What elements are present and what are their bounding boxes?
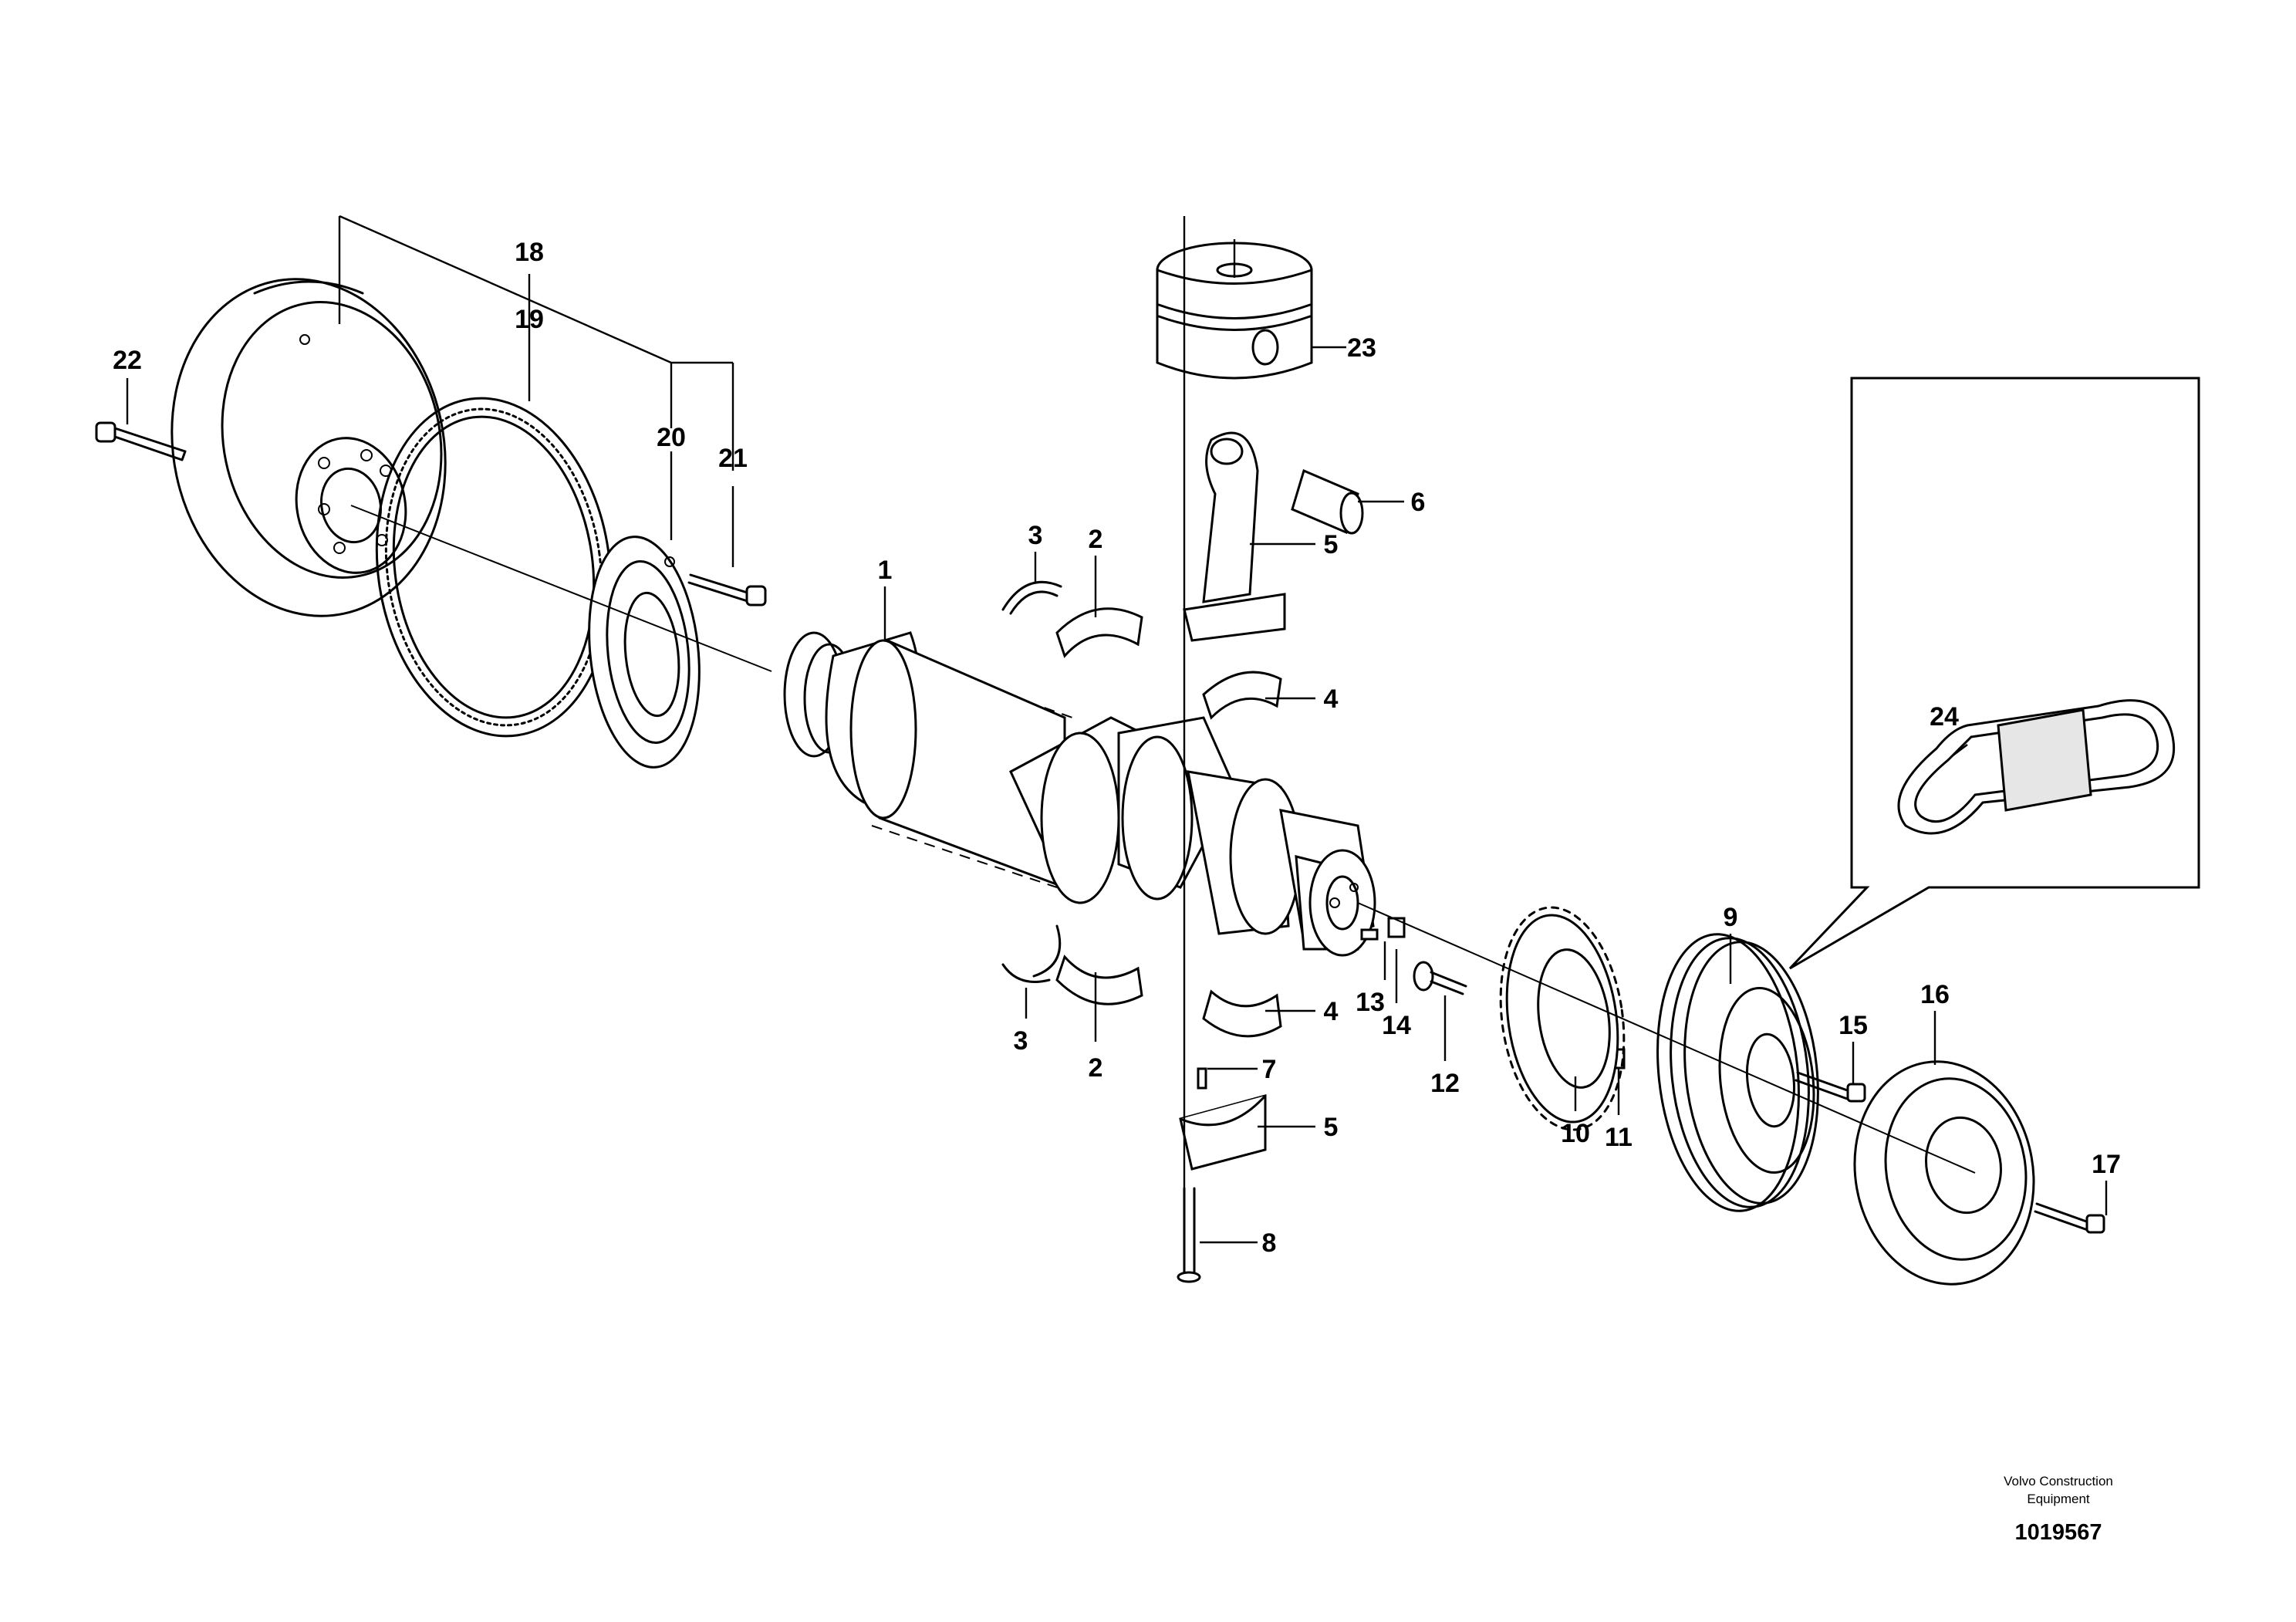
belt-inset [1788, 377, 2200, 970]
callout-2-lower: 2 [1089, 1053, 1103, 1083]
callout-18: 18 [515, 238, 544, 267]
callout-17: 17 [2092, 1150, 2121, 1179]
conrod-bearing-upper [1202, 671, 1282, 720]
seal-cover-bolt [687, 573, 767, 607]
rear-seal-cover [588, 536, 701, 769]
callout-5-cap: 5 [1324, 1113, 1339, 1142]
callout-15: 15 [1838, 1011, 1868, 1040]
piston-pin [1291, 468, 1364, 535]
callout-16: 16 [1920, 980, 1950, 1009]
rod-cap-dowel [1197, 1067, 1207, 1090]
credit-line-2: Equipment [2027, 1492, 2090, 1506]
flywheel [171, 278, 447, 617]
footer: Volvo Construction Equipment 1019567 [2004, 1474, 2113, 1545]
callout-5-rod: 5 [1324, 530, 1339, 559]
connecting-rod [1183, 431, 1286, 642]
piston [1156, 242, 1313, 380]
callout-12: 12 [1430, 1069, 1460, 1098]
crank-gear [1499, 906, 1626, 1131]
callout-13: 13 [1356, 988, 1385, 1017]
thrust-washer-lower [1001, 924, 1062, 983]
belt-pulley [1656, 933, 1819, 1212]
callout-24: 24 [1930, 702, 1959, 732]
callout-8: 8 [1262, 1228, 1277, 1258]
callout-10: 10 [1561, 1119, 1590, 1148]
callout-2-upper: 2 [1089, 525, 1103, 554]
callout-6: 6 [1411, 488, 1426, 517]
callout-7: 7 [1262, 1055, 1277, 1084]
callout-14: 14 [1382, 1011, 1411, 1040]
vibration-damper [1853, 1060, 2035, 1286]
crankshaft [783, 631, 1376, 957]
pulley-bolt [1795, 1071, 1866, 1103]
main-bearing-lower [1055, 955, 1143, 1005]
callout-3-upper: 3 [1028, 521, 1043, 550]
callout-19: 19 [515, 305, 544, 334]
callout-labels: 1 2 2 3 3 4 4 5 5 6 7 8 9 10 11 12 13 14… [113, 238, 2121, 1258]
callout-21: 21 [718, 444, 748, 473]
main-bearing-upper [1055, 607, 1143, 658]
callout-23: 23 [1347, 333, 1376, 363]
credit-line-1: Volvo Construction [2004, 1474, 2113, 1489]
gear-bolt [1413, 961, 1467, 995]
callout-22: 22 [113, 346, 142, 375]
damper-bolt [2034, 1202, 2105, 1234]
callout-9: 9 [1724, 903, 1738, 932]
callout-20: 20 [657, 423, 686, 452]
callout-4-upper: 4 [1324, 684, 1339, 714]
rod-cap [1179, 1094, 1267, 1171]
callout-3-lower: 3 [1014, 1026, 1028, 1056]
axis-line-flywheel [350, 505, 772, 672]
flywheel-bolt [95, 421, 187, 461]
leader-lines [126, 215, 2108, 1244]
axis-line-front [1357, 902, 1976, 1174]
callout-1: 1 [878, 556, 893, 585]
conrod-bearing-lower [1202, 989, 1282, 1038]
rod-bolt [1177, 216, 1201, 1283]
thrust-washer-upper [1001, 580, 1062, 615]
callout-11: 11 [1605, 1123, 1633, 1152]
document-number: 1019567 [2015, 1520, 2102, 1545]
callout-4-lower: 4 [1324, 997, 1339, 1026]
